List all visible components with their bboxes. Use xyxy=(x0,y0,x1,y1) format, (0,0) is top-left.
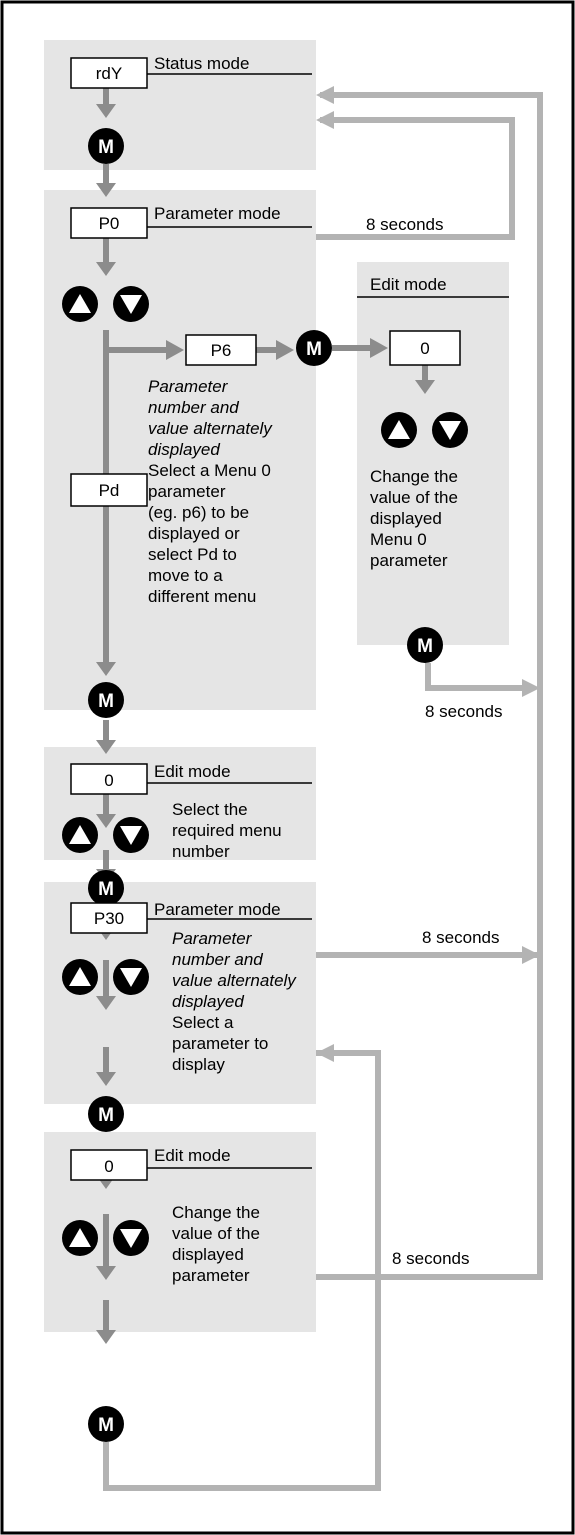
arrow-head-return-5 xyxy=(316,1044,334,1062)
mode-button-2[interactable]: M xyxy=(296,330,332,366)
arrow-head-return-4 xyxy=(522,946,540,964)
mode-button-5[interactable]: M xyxy=(88,1096,124,1132)
timeout-label-3: 8 seconds xyxy=(422,928,500,947)
edit-side-note: Change the value of the displayed Menu 0… xyxy=(370,467,463,570)
param1-italic-note: Parameter number and value alternately d… xyxy=(148,377,277,459)
svg-text:M: M xyxy=(98,1105,114,1126)
up-button-4[interactable] xyxy=(62,959,98,995)
up-button-5[interactable] xyxy=(62,1220,98,1256)
edit-menu-title: Edit mode xyxy=(154,762,231,781)
down-button-2[interactable] xyxy=(432,412,468,448)
parameter-mode-title: Parameter mode xyxy=(154,204,281,223)
parameter-display-box xyxy=(70,207,148,239)
down-button-3[interactable] xyxy=(113,817,149,853)
svg-text:M: M xyxy=(417,636,433,657)
edit-param-display-text: 0 xyxy=(104,1157,113,1176)
svg-text:M: M xyxy=(98,1415,114,1436)
up-button-1[interactable] xyxy=(62,286,98,322)
parameter-panel xyxy=(44,190,316,710)
edit-param-title: Edit mode xyxy=(154,1146,231,1165)
parameter-display-text: P0 xyxy=(99,214,120,233)
status-mode-title: Status mode xyxy=(154,54,249,73)
p6-display-box xyxy=(185,334,257,366)
edit-param-note: Change the value of the displayed parame… xyxy=(172,1203,265,1285)
edit-param-display-box xyxy=(70,1149,148,1181)
mode-button-1[interactable]: M xyxy=(88,128,124,164)
arrow-head-return-2 xyxy=(316,111,334,129)
svg-text:M: M xyxy=(306,339,322,360)
edit-side-display-box xyxy=(389,330,461,366)
pd-display-box xyxy=(70,473,148,507)
param2-italic-note: Parameter number and value alternately d… xyxy=(172,929,301,1011)
timeout-label-2: 8 seconds xyxy=(425,702,503,721)
status-display-box xyxy=(70,57,148,89)
timeout-label-1: 8 seconds xyxy=(366,215,444,234)
edit-side-panel xyxy=(357,262,509,645)
edit-menu-note: Select the required menu number xyxy=(172,800,286,861)
param2-note: Select a parameter to display xyxy=(172,1013,273,1074)
mode-button-side[interactable]: M xyxy=(407,627,443,663)
up-button-2[interactable] xyxy=(381,412,417,448)
p6-display-text: P6 xyxy=(211,341,232,360)
mode-button-6[interactable]: M xyxy=(88,1406,124,1442)
svg-text:M: M xyxy=(98,879,114,900)
param1-note: Select a Menu 0 parameter (eg. p6) to be… xyxy=(148,461,276,606)
edit-side-title: Edit mode xyxy=(370,275,447,294)
arrow-head-return-1 xyxy=(316,86,334,104)
p30-display-text: P30 xyxy=(94,909,124,928)
edit-menu-display-box xyxy=(70,763,148,795)
mode-button-3[interactable]: M xyxy=(88,682,124,718)
pd-display-text: Pd xyxy=(99,481,120,500)
status-display-text: rdY xyxy=(96,64,122,83)
edit-side-display-text: 0 xyxy=(420,339,429,358)
svg-text:M: M xyxy=(98,691,114,712)
timeout-label-4: 8 seconds xyxy=(392,1249,470,1268)
edit-menu-display-text: 0 xyxy=(104,771,113,790)
up-button-3[interactable] xyxy=(62,817,98,853)
down-button-1[interactable] xyxy=(113,286,149,322)
down-button-5[interactable] xyxy=(113,1220,149,1256)
p30-display-box xyxy=(70,902,148,934)
down-button-4[interactable] xyxy=(113,959,149,995)
arrow-head-return-3 xyxy=(522,679,540,697)
svg-text:M: M xyxy=(98,137,114,158)
return-line-status-main xyxy=(103,92,543,1491)
mode-button-4[interactable]: M xyxy=(88,870,124,906)
p30-mode-title: Parameter mode xyxy=(154,900,281,919)
